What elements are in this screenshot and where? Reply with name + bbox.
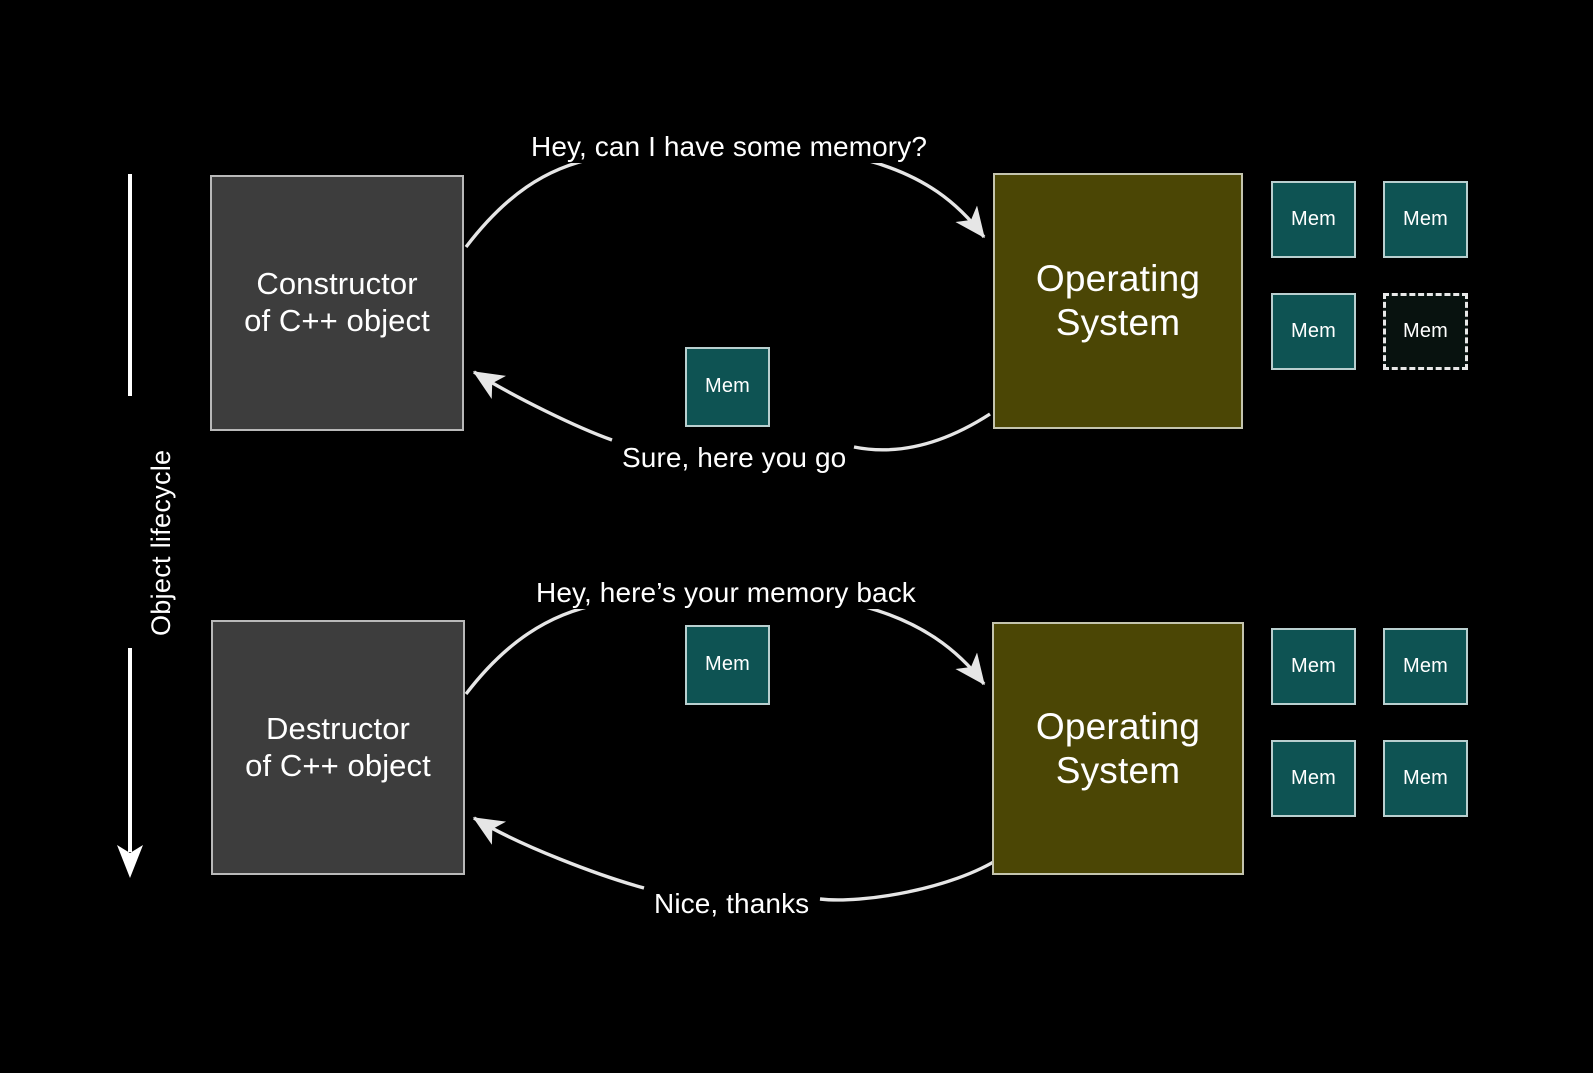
os-label-line2-destruction: System	[1055, 749, 1181, 791]
destructor-box[interactable]: Destructor of C++ object	[211, 620, 465, 875]
constructor-label-line2: of C++ object	[244, 303, 430, 338]
mem-block-in-transit-construction[interactable]: Mem	[685, 347, 770, 427]
arrow-request-construction	[464, 156, 986, 249]
mem-pool-block-4-destruction[interactable]: Mem	[1383, 740, 1468, 817]
mem-pool-block-2-destruction[interactable]: Mem	[1383, 628, 1468, 705]
constructor-label-line1: Constructor	[256, 266, 418, 302]
operating-system-box-construction[interactable]: Operating System	[993, 173, 1243, 429]
os-label-line1-construction: Operating	[1035, 258, 1201, 300]
object-lifecycle-label: Object lifecycle	[146, 449, 176, 636]
response-label-construction: Sure, here you go	[615, 442, 854, 474]
os-label-line2-construction: System	[1055, 302, 1181, 343]
mem-pool-block-3-construction[interactable]: Mem	[1271, 293, 1356, 370]
request-label-destruction: Hey, here’s your memory back	[529, 577, 923, 609]
destructor-label-line1: Destructor	[266, 710, 410, 746]
constructor-box[interactable]: Constructor of C++ object	[210, 175, 464, 431]
request-label-construction: Hey, can I have some memory?	[524, 131, 934, 163]
mem-pool-block-4-free-construction[interactable]: Mem	[1383, 293, 1468, 370]
mem-pool-block-1-destruction[interactable]: Mem	[1271, 628, 1356, 705]
destructor-label-line2: of C++ object	[245, 747, 431, 783]
mem-pool-block-2-construction[interactable]: Mem	[1383, 181, 1468, 258]
response-label-destruction: Nice, thanks	[647, 888, 817, 920]
object-lifecycle-axis	[117, 174, 143, 878]
mem-pool-block-1-construction[interactable]: Mem	[1271, 181, 1356, 258]
operating-system-box-destruction[interactable]: Operating System	[992, 622, 1244, 875]
mem-pool-block-3-destruction[interactable]: Mem	[1271, 740, 1356, 817]
mem-block-in-transit-destruction[interactable]: Mem	[685, 625, 770, 705]
os-label-line1-destruction: Operating	[1035, 705, 1201, 747]
